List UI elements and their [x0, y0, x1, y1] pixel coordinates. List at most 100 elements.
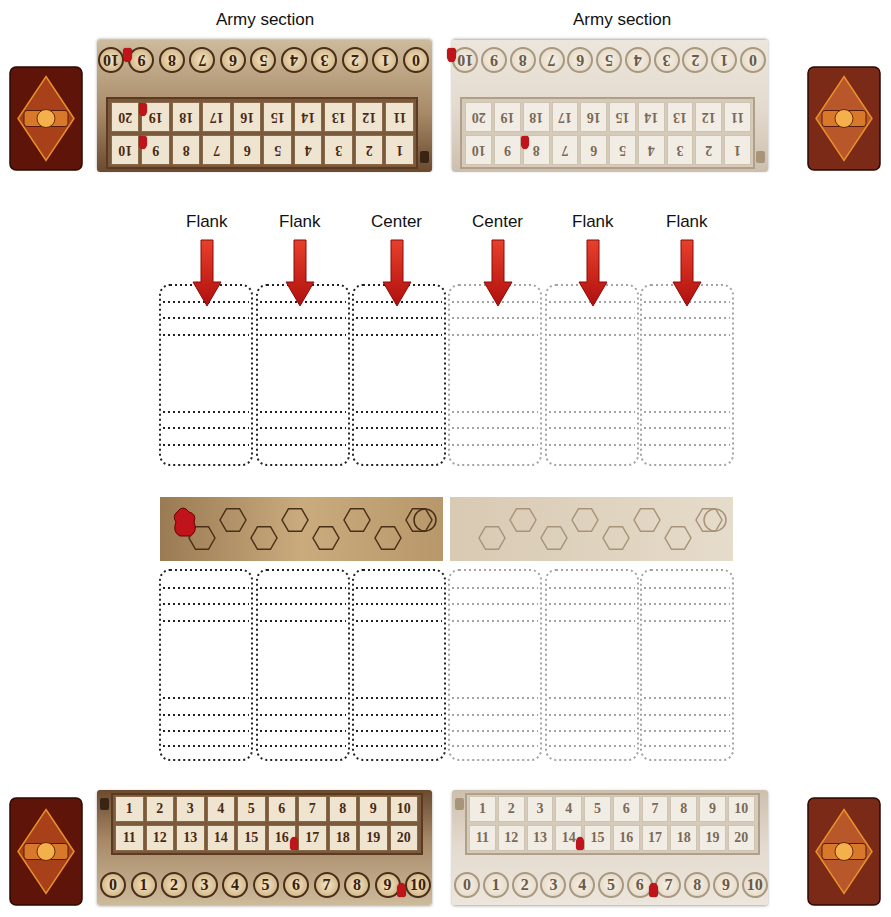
- track-number: 10: [118, 143, 132, 157]
- track-cell: 11: [115, 825, 144, 851]
- card-ornament: [835, 110, 853, 128]
- score-circle: 4: [222, 872, 248, 898]
- score-circle: 6: [567, 47, 593, 73]
- score-number: 6: [229, 52, 237, 68]
- track-number: 14: [644, 110, 658, 124]
- score-number: 0: [412, 52, 420, 68]
- score-number: 0: [109, 877, 117, 893]
- card-slot-line: [356, 427, 442, 429]
- score-number: 2: [521, 877, 529, 893]
- score-number: 8: [168, 52, 176, 68]
- card-slot-line: [452, 730, 538, 732]
- track-cell: 9: [359, 796, 388, 822]
- red-marker: [576, 837, 584, 850]
- score-number: 6: [576, 52, 584, 68]
- track-cell: 7: [203, 135, 232, 165]
- track-cell: 17: [298, 825, 327, 851]
- score-number: 8: [353, 877, 361, 893]
- red-arrow: [579, 240, 607, 306]
- card-slot-line: [260, 730, 346, 732]
- card-slot-line: [644, 427, 730, 429]
- track-cell: 17: [203, 102, 232, 132]
- column-label: Flank: [279, 212, 321, 232]
- card-slot-line: [452, 444, 538, 446]
- score-circle: 9: [713, 872, 739, 898]
- card-ornament: [835, 843, 853, 861]
- score-number: 2: [170, 877, 178, 893]
- track-number: 13: [533, 831, 547, 845]
- red-marker: [521, 136, 529, 149]
- track-cell: 10: [390, 796, 419, 822]
- score-circle: 2: [161, 872, 187, 898]
- hex-space: [541, 527, 567, 550]
- card-slot-line: [549, 697, 635, 699]
- card-slot-line: [260, 317, 346, 319]
- score-circle: 1: [711, 47, 737, 73]
- track-number: 9: [504, 143, 511, 157]
- score-number: 8: [519, 52, 527, 68]
- card-ornament: [822, 844, 866, 860]
- track-cell: 2: [355, 135, 384, 165]
- track-cell: 3: [176, 796, 205, 822]
- score-circle: 1: [373, 47, 399, 73]
- hex-space: [510, 509, 536, 532]
- board-icon: [100, 798, 109, 810]
- hex-space: [282, 509, 308, 532]
- card-slot-line: [260, 411, 346, 413]
- card-slot: [449, 285, 541, 465]
- track-number: 12: [153, 831, 167, 845]
- score-circle: 6: [220, 47, 246, 73]
- track-number: 17: [305, 831, 319, 845]
- board-icon: [756, 151, 765, 163]
- track-cell: 1: [469, 796, 496, 822]
- score-number: 10: [103, 52, 119, 68]
- track-cell: 12: [355, 102, 384, 132]
- track-number: 14: [301, 110, 315, 124]
- score-circle: 0: [454, 872, 480, 898]
- card-slot-line: [163, 427, 249, 429]
- track-cell: 2: [146, 796, 175, 822]
- card-slot-line: [549, 620, 635, 622]
- track-cell: 7: [552, 135, 579, 165]
- track-number: 10: [472, 143, 486, 157]
- track-cell: 6: [268, 796, 297, 822]
- track-cell: 16: [233, 102, 262, 132]
- card-slot-line: [356, 317, 442, 319]
- track-number: 5: [248, 802, 255, 816]
- track-cell: 14: [294, 102, 323, 132]
- track-number: 19: [706, 831, 720, 845]
- track-cell: 5: [584, 796, 611, 822]
- score-circle: 7: [655, 872, 681, 898]
- card-slot-line: [644, 587, 730, 589]
- card-slot: [546, 570, 638, 760]
- track-number: 6: [278, 802, 285, 816]
- hex-space: [572, 509, 598, 532]
- card-slot: [641, 570, 733, 760]
- track-number: 15: [271, 110, 285, 124]
- track-number: 12: [362, 110, 376, 124]
- card-slot-line: [644, 745, 730, 747]
- score-circle: 10: [742, 872, 768, 898]
- column-label: Center: [371, 212, 422, 232]
- track-cell: 20: [465, 102, 492, 132]
- red-arrow: [673, 240, 701, 306]
- card-slot-line: [356, 730, 442, 732]
- track-number: 2: [156, 802, 163, 816]
- track-number: 18: [529, 110, 543, 124]
- track-number: 7: [213, 143, 220, 157]
- track-cell: 18: [523, 102, 550, 132]
- score-number: 5: [260, 52, 268, 68]
- score-circle: 5: [598, 872, 624, 898]
- score-circle: 8: [344, 872, 370, 898]
- score-circle: 3: [540, 872, 566, 898]
- score-number: 9: [722, 877, 730, 893]
- score-number: 10: [457, 52, 473, 68]
- card-slot-line: [356, 603, 442, 605]
- track-number: 15: [616, 110, 630, 124]
- card-ornament: [822, 111, 866, 127]
- track-number: 4: [565, 802, 572, 816]
- track-cell: 2: [695, 135, 722, 165]
- track-number: 5: [274, 143, 281, 157]
- card-slot-line: [549, 317, 635, 319]
- track-cell: 8: [670, 796, 697, 822]
